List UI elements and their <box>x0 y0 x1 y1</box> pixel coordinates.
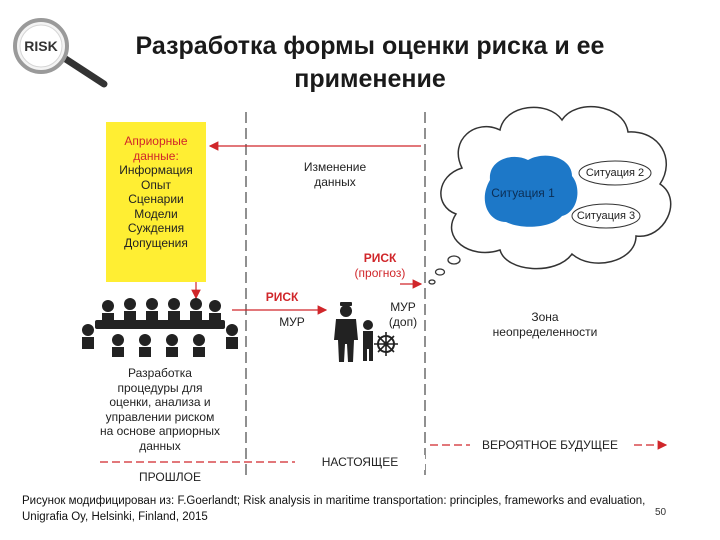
situation-3-ellipse <box>571 203 641 229</box>
apriori-item: Модели <box>134 206 178 221</box>
apriori-item: Информация <box>119 163 193 177</box>
procedure-line: процедуры для <box>117 380 203 395</box>
change-data-line1: Изменение <box>303 160 367 174</box>
procedure-line: на основе априорных <box>99 424 220 438</box>
timeline-present-label: НАСТОЯЩЕЕ <box>295 455 425 470</box>
apriori-item: Сценарии <box>128 192 184 206</box>
risk-label: РИСК <box>265 290 299 304</box>
caption-line2: Unigrafia Oy, Helsinki, Finland, 2015 <box>22 511 208 523</box>
procedure-line: Разработка <box>128 366 192 380</box>
mur-label: МУР <box>279 315 305 329</box>
apriori-item: Опыт <box>141 177 171 192</box>
risk-magnifier-logo: RISK <box>13 18 108 88</box>
situation-3-label: Ситуация 3 <box>576 210 636 222</box>
title-text: Разработка формы оценки риска и ее приме… <box>135 32 605 93</box>
risk-forecast-label: РИСК (прогноз) <box>340 251 420 280</box>
captain-icon <box>334 302 358 362</box>
caption-line1: Рисунок модифицирован из: F.Goerlandt; R… <box>22 495 646 507</box>
change-data-line2: данных <box>314 174 356 189</box>
page-number: 50 <box>655 507 667 518</box>
procedure-line: данных <box>139 438 181 453</box>
apriori-item: Суждения <box>127 221 185 235</box>
mur-extra-line1: МУР <box>390 300 416 314</box>
uncertainty-zone-line1: Зона <box>531 310 559 324</box>
change-data-label: Изменение данных <box>255 160 415 189</box>
helmsman-icon <box>363 320 398 361</box>
apriori-heading-line1: Априорные <box>124 134 188 148</box>
logo-text: RISK <box>24 38 57 54</box>
uncertainty-zone-line2: неопределенности <box>492 324 598 339</box>
team-meeting-icon <box>82 298 238 357</box>
apriori-data-box: Априорные данные: Информация Опыт Сценар… <box>106 122 206 282</box>
risk-forecast-title: РИСК <box>363 251 397 265</box>
page-title: Разработка формы оценки риска и ее приме… <box>60 30 680 96</box>
situation-2-ellipse <box>578 160 652 186</box>
procedure-label: Разработка процедуры для оценки, анализа… <box>80 366 240 453</box>
uncertainty-zone-label: Зона неопределенности <box>470 310 620 339</box>
timeline-future-label: ВЕРОЯТНОЕ БУДУЩЕЕ <box>470 438 630 453</box>
mur-extra-line2: (доп) <box>388 314 418 329</box>
procedure-line: оценки, анализа и <box>109 395 211 409</box>
figure-caption: Рисунок модифицирован из: F.Goerlandt; R… <box>22 493 702 525</box>
timeline-past-label: ПРОШЛОЕ <box>139 470 201 484</box>
situation-2-label: Ситуация 2 <box>585 167 645 179</box>
apriori-heading-line2: данные: <box>133 148 179 163</box>
mur-extra-label: МУР (доп) <box>378 300 428 329</box>
situation-1-blob <box>484 155 578 227</box>
apriori-item: Допущения <box>124 235 188 250</box>
risk-forecast-sub: (прогноз) <box>354 265 406 280</box>
procedure-line: управлении риском <box>105 409 215 424</box>
situation-1-label: Ситуация 1 <box>491 186 555 200</box>
